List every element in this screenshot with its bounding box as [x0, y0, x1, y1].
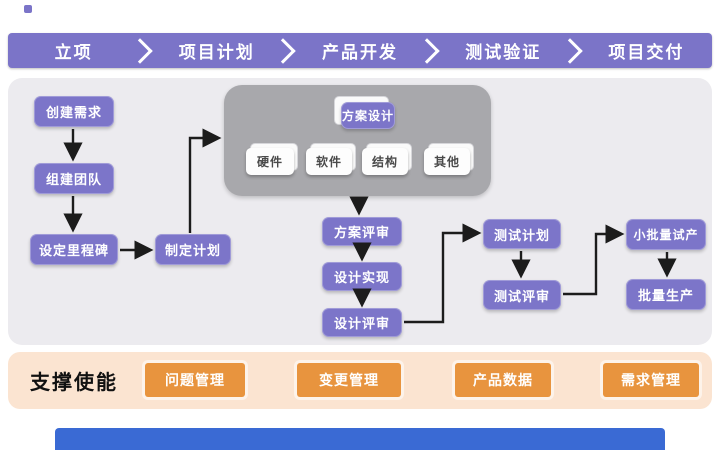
stage-project-plan: 项目计划 [178, 43, 255, 62]
support-title: 支撑使能 [30, 372, 118, 394]
node-build-team: 组建团队 [34, 163, 114, 194]
node-hardware: 硬件 [246, 148, 294, 175]
stage-initiation: 立项 [54, 43, 93, 62]
node-test-review: 测试评审 [483, 280, 561, 310]
node-mass-production: 批量生产 [626, 279, 706, 310]
support-item-change-management: 变更管理 [297, 363, 401, 397]
support-item-product-data: 产品数据 [455, 363, 551, 397]
decor-dot [24, 5, 32, 13]
node-scheme-review: 方案评审 [322, 217, 402, 246]
node-small-batch-trial: 小批量试产 [626, 219, 706, 250]
node-other: 其他 [424, 148, 470, 175]
support-bar: 支撑使能 问题管理 变更管理 产品数据 需求管理 [8, 352, 712, 409]
node-set-milestone: 设定里程碑 [30, 234, 118, 265]
bottom-blue-bar [55, 428, 665, 450]
node-structure: 结构 [362, 148, 408, 175]
process-stage-banner: 立项 项目计划 产品开发 测试验证 项目交付 [8, 33, 712, 68]
node-design-review: 设计评审 [322, 308, 402, 337]
node-make-plan: 制定计划 [155, 234, 231, 265]
stage-test-verification: 测试验证 [465, 43, 542, 62]
node-design-implement: 设计实现 [322, 262, 402, 291]
support-item-requirement-management: 需求管理 [603, 363, 699, 397]
stage-project-delivery: 项目交付 [608, 43, 685, 62]
node-scheme-design: 方案设计 [341, 102, 395, 129]
node-create-requirement: 创建需求 [34, 96, 114, 127]
node-software: 软件 [306, 148, 352, 175]
stage-product-development: 产品开发 [322, 43, 398, 62]
node-test-plan: 测试计划 [483, 219, 561, 249]
support-item-issue-management: 问题管理 [145, 363, 245, 397]
